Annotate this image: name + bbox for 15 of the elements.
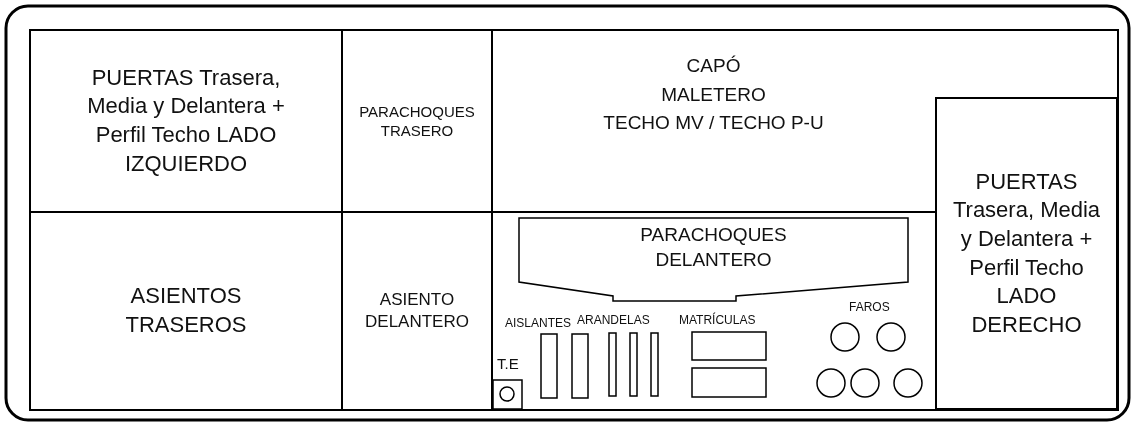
- zone-title: CAPÓ: [686, 53, 741, 78]
- item-label: AISLANTES: [505, 316, 572, 330]
- zone-box: [935, 97, 1118, 410]
- item-label: FAROS: [849, 300, 890, 314]
- item-label: ARANDELAS: [577, 313, 650, 327]
- zone-title: PARACHOQUES DELANTERO: [639, 223, 788, 272]
- zone-title: ASIENTO DELANTERO: [364, 288, 470, 333]
- item-label: MATRÍCULAS: [679, 313, 756, 327]
- item-label: T.E: [497, 355, 519, 372]
- zone-title: PARACHOQUES TRASERO: [358, 101, 476, 141]
- zone-title: ASIENTOS TRASEROS: [124, 282, 248, 339]
- zone-title: MALETERO: [661, 82, 766, 107]
- zone-title: PUERTAS Trasera, Media y Delantera + Perfil Techo LADO DERECHO: [951, 167, 1102, 339]
- zone-title: TECHO MV / TECHO P-U: [603, 111, 824, 136]
- zone-title: PUERTAS Trasera, Media y Delantera + Perfil Techo LADO IZQUIERDO: [86, 63, 286, 178]
